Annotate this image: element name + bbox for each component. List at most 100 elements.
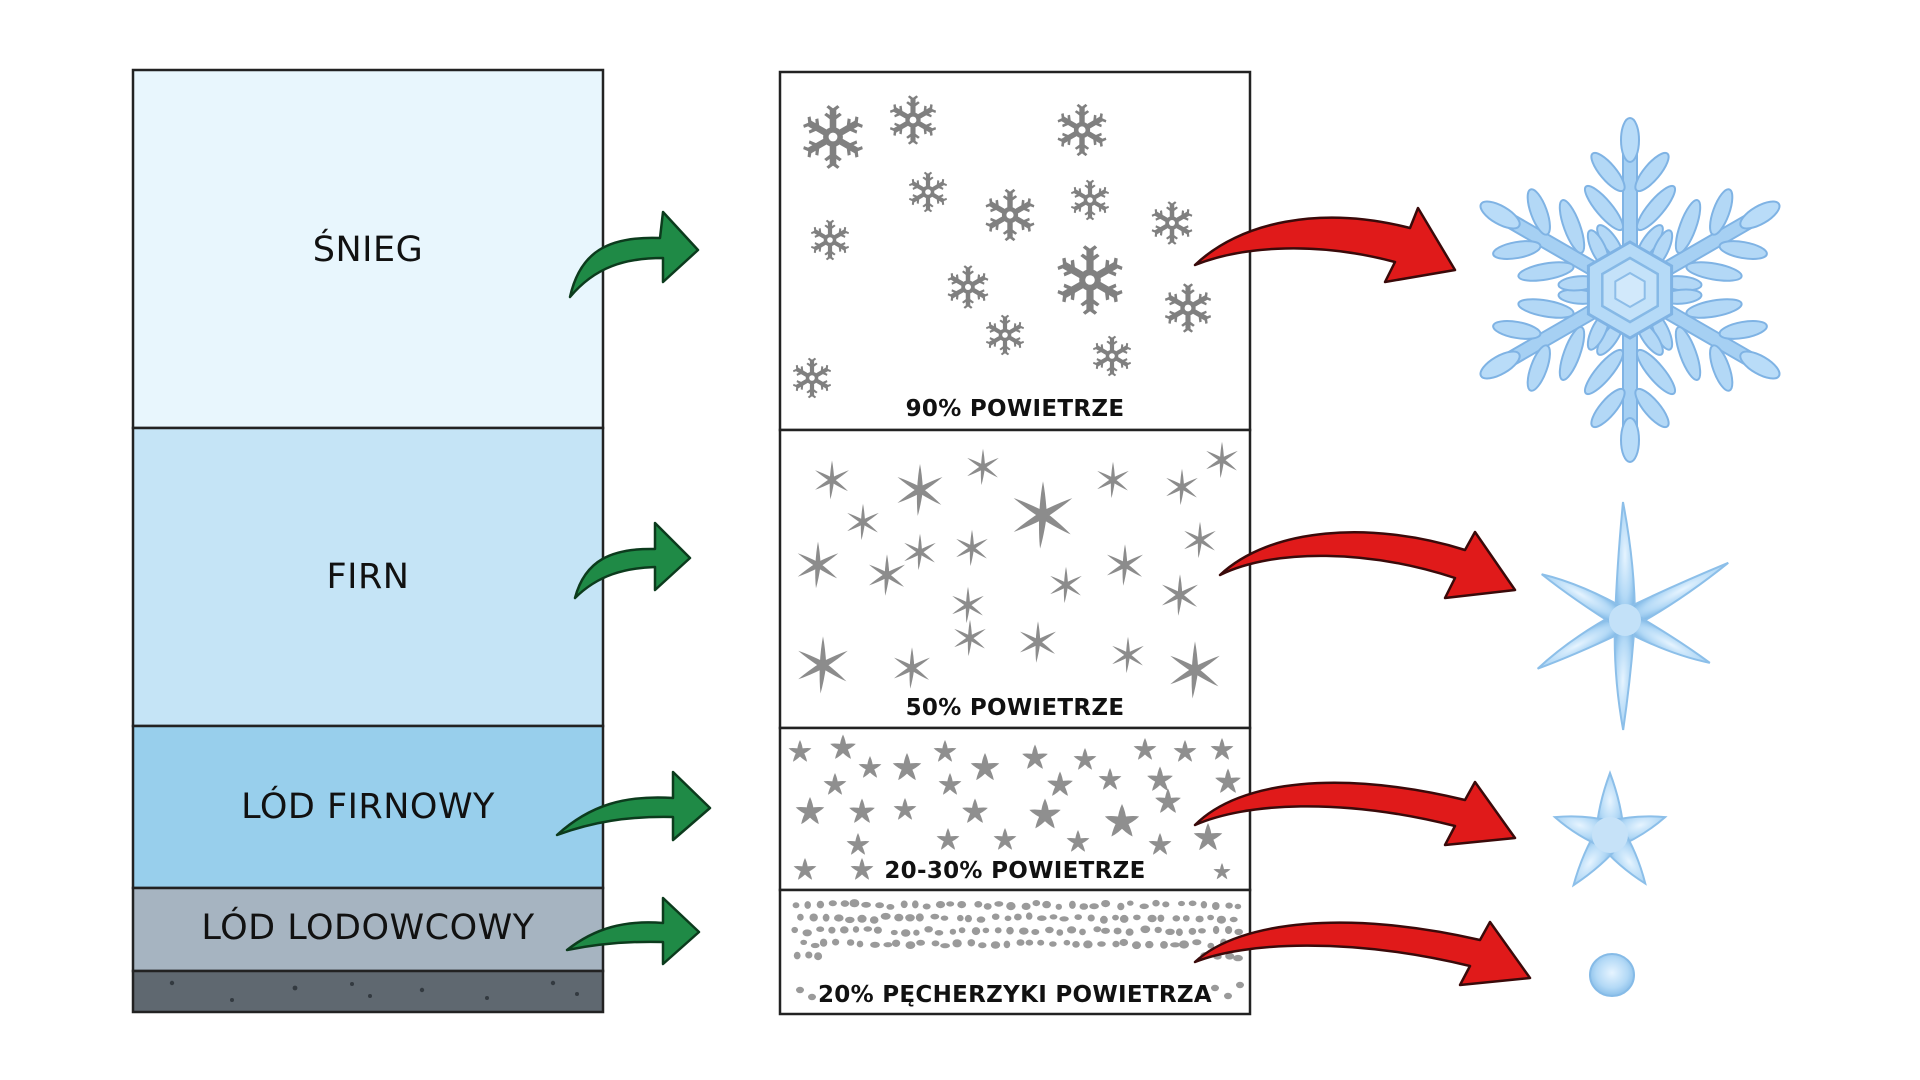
air-bubble (958, 927, 966, 934)
air-bubble (991, 913, 1000, 920)
air-bubble (901, 929, 911, 937)
air-bubble (1182, 915, 1190, 922)
air-bubble (1019, 927, 1029, 935)
air-content-column (778, 70, 1252, 1016)
air-bubble (857, 914, 867, 923)
air-bubble (971, 927, 981, 936)
air-bubble (849, 899, 860, 908)
air-bubble (1157, 914, 1165, 922)
air-box-glacier-ice (778, 888, 1252, 1016)
air-bubble (1139, 903, 1149, 910)
air-bubble (1093, 926, 1102, 933)
air-bubble (805, 951, 813, 959)
air-bubble (976, 916, 986, 923)
air-bubble (1049, 914, 1058, 920)
air-bubble (1225, 952, 1235, 960)
air-bubble (983, 903, 992, 910)
air-bubble (832, 938, 840, 946)
air-bubble (1133, 914, 1141, 921)
air-bubble (978, 942, 987, 949)
air-bubble (1079, 928, 1086, 936)
air-bubble (1037, 915, 1047, 921)
air-bubble (793, 951, 801, 960)
air-bubble (1016, 939, 1025, 946)
air-bubble (1234, 928, 1243, 936)
air-bubble (1125, 928, 1134, 936)
air-bubble (1211, 984, 1219, 992)
layer-label-glacier-ice: LÓD LODOWCOWY (201, 908, 535, 948)
air-bubble (1145, 940, 1154, 949)
air-bubble (949, 928, 957, 935)
layer-label-firn: FIRN (326, 557, 410, 597)
air-bubble (994, 901, 1004, 907)
air-bubble (1025, 939, 1034, 946)
air-bubble (1117, 902, 1125, 911)
air-bubble (1021, 902, 1031, 911)
air-bubble (1055, 903, 1063, 910)
air-bubble (1079, 903, 1089, 910)
layer-label-snow: ŚNIEG (312, 230, 424, 270)
air-bubble (1200, 901, 1208, 909)
air-bubble (1188, 927, 1197, 935)
air-bubble (931, 940, 940, 947)
air-bubble (1234, 903, 1242, 910)
air-bubble (1224, 992, 1232, 1000)
air-bubble (791, 926, 798, 934)
air-bubble (816, 900, 825, 909)
air-bubble (900, 900, 908, 909)
air-bubble (1004, 915, 1012, 922)
air-bubble (967, 939, 976, 947)
air-bubble (1165, 928, 1175, 935)
air-bubble (1025, 912, 1033, 920)
air-bubble (796, 986, 804, 994)
air-bubble (1212, 902, 1220, 910)
air-bubble (1113, 927, 1122, 935)
air-bubble (1207, 914, 1214, 921)
air-bubble (934, 930, 944, 936)
air-bubble (1212, 925, 1220, 935)
layer-firn (131, 426, 605, 728)
air-bubble (1233, 954, 1243, 962)
air-bubble (1112, 940, 1120, 948)
air-bubble (840, 900, 850, 907)
air-bubble (1087, 914, 1095, 922)
air-bubble (905, 941, 916, 949)
air-bubble (1147, 914, 1157, 923)
red-arrow-icon (1193, 206, 1457, 284)
air-bubble (1014, 913, 1022, 921)
air-bubble (1031, 929, 1040, 935)
air-bubble (1225, 902, 1233, 909)
air-bubble (863, 926, 873, 932)
air-bubble (1045, 926, 1054, 934)
air-bubble (846, 939, 855, 946)
air-bubble (1225, 926, 1233, 934)
air-bubble (994, 927, 1002, 934)
air-bubble (952, 939, 962, 948)
air-bubble (873, 926, 882, 934)
green-arrow-icon (573, 521, 692, 600)
green-arrows (555, 210, 712, 966)
layer-snow (131, 68, 605, 430)
air-bubble (1192, 939, 1202, 946)
air-bubble (1072, 941, 1080, 948)
air-percent-firn: 50% POWIETRZE (905, 695, 1125, 721)
snowflake-icon (1454, 117, 1806, 463)
air-bubble (1127, 900, 1134, 906)
air-bubble (1083, 940, 1093, 949)
air-bubble (946, 901, 955, 907)
air-bubble (869, 916, 879, 924)
red-arrows (1193, 206, 1532, 987)
air-bubble (800, 939, 808, 946)
air-bubble (957, 901, 967, 909)
air-bubble (1101, 927, 1110, 934)
air-bubble (1097, 941, 1106, 947)
air-bubble (1074, 914, 1082, 920)
red-arrow-icon (1218, 530, 1517, 600)
air-box-snow (778, 70, 1252, 432)
air-bubble (905, 914, 915, 922)
air-percent-glacier-ice: 20% PĘCHERZYKI POWIETRZA (817, 982, 1213, 1008)
air-bubble (1188, 900, 1197, 907)
layer-label-firn-ice: LÓD FIRNOWY (241, 787, 495, 827)
air-bubble (1006, 926, 1014, 935)
air-bubble (1003, 940, 1011, 949)
